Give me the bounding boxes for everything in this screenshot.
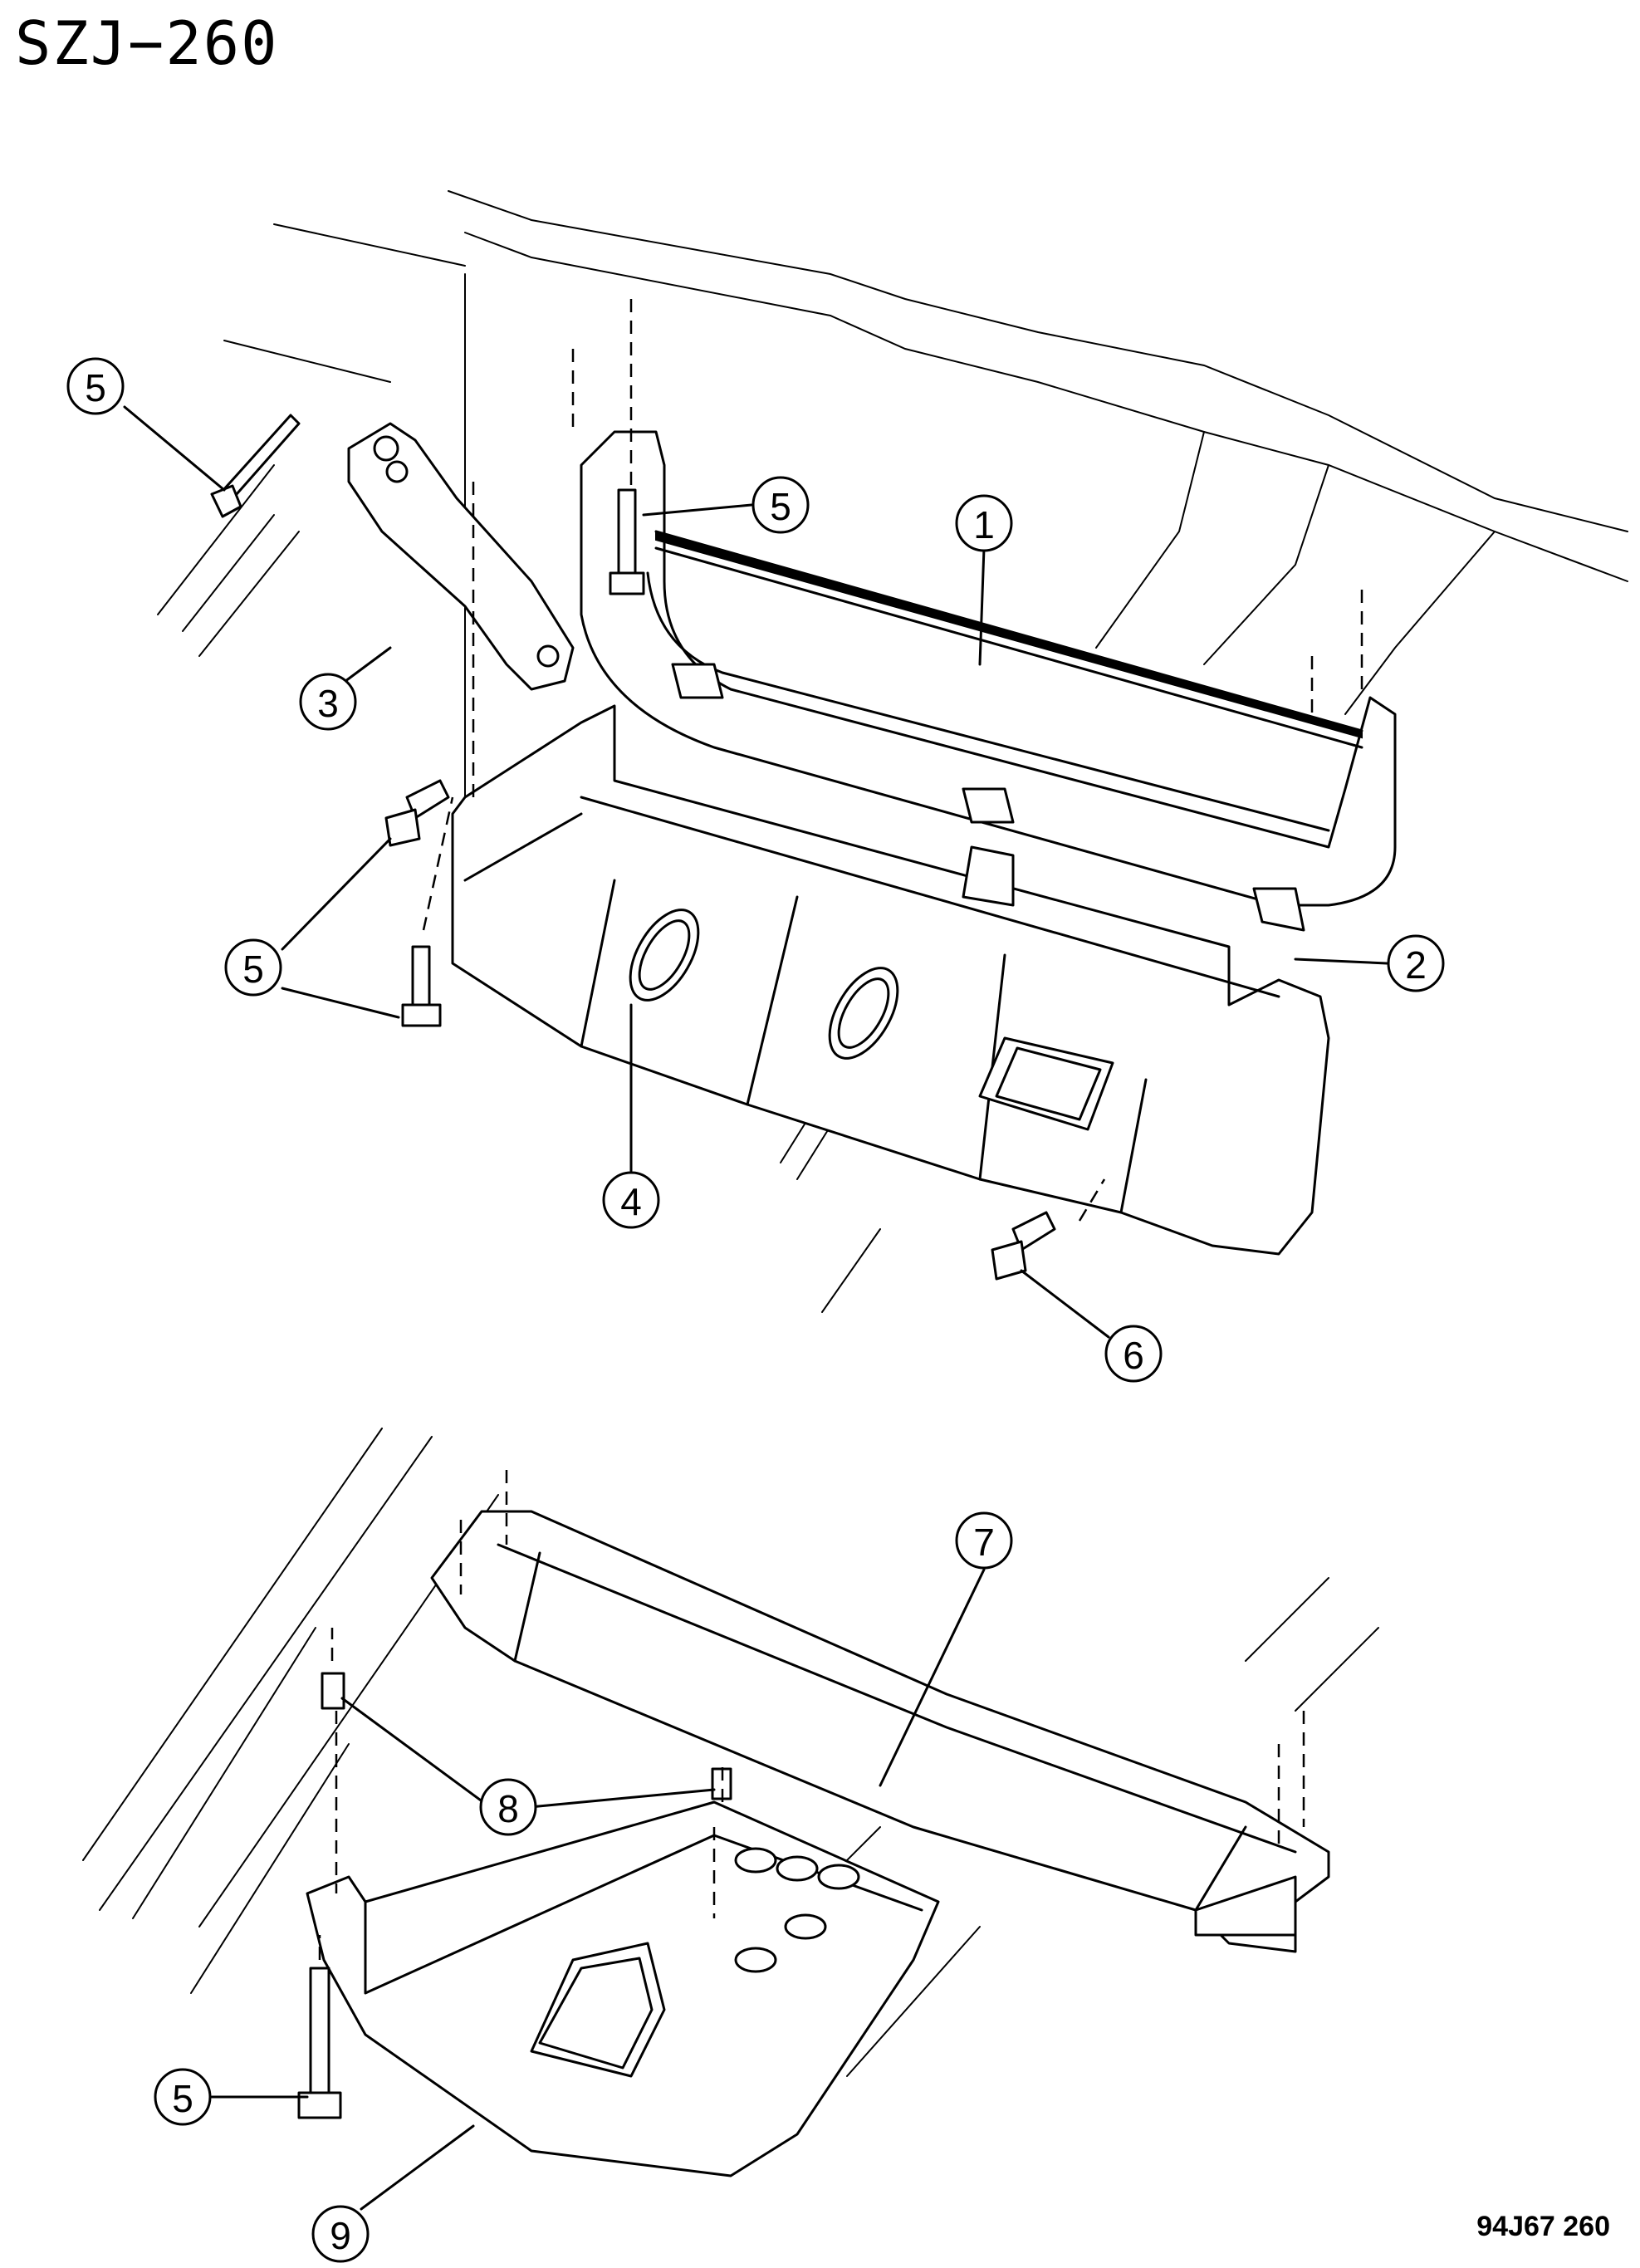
upper-frame-background — [157, 190, 1628, 1313]
callout-4: 4 — [602, 1171, 660, 1229]
mounting-tabs-part — [671, 663, 1305, 932]
callout-3: 3 — [299, 673, 357, 731]
callout-7-label: 7 — [973, 1521, 995, 1564]
callout-5-top-left-label: 5 — [85, 366, 106, 409]
callout-4-label: 4 — [620, 1180, 642, 1223]
upper-bolts — [210, 414, 1056, 1281]
callout-8: 8 — [479, 1778, 537, 1836]
callout-3-label: 3 — [317, 682, 339, 725]
lower-fasteners — [297, 1672, 732, 2119]
callout-5-top-middle: 5 — [751, 476, 810, 534]
callout-5-top-middle-label: 5 — [770, 485, 791, 528]
callout-6-label: 6 — [1123, 1334, 1144, 1377]
bracket-arm-part — [347, 422, 575, 691]
callout-9: 9 — [311, 2205, 370, 2263]
callout-5-top-left: 5 — [66, 357, 125, 415]
callout-8-label: 8 — [497, 1787, 519, 1830]
upper-alignment-lines — [422, 299, 1363, 1222]
callout-1: 1 — [955, 494, 1013, 552]
crossmember-part — [430, 1510, 1330, 1953]
callout-9-label: 9 — [330, 2214, 351, 2257]
lower-frame-background — [82, 1428, 1379, 2077]
skid-plate-part — [451, 704, 1330, 1256]
callout-5-left-label: 5 — [242, 948, 264, 991]
callout-2-label: 2 — [1405, 943, 1427, 987]
callout-7: 7 — [955, 1511, 1013, 1570]
reference-number: 94J67 260 — [1476, 2211, 1610, 2242]
drawing-code: SZJ−260 — [15, 8, 279, 78]
lower-alignment-lines — [318, 1470, 1305, 1960]
callout-5-left: 5 — [224, 938, 282, 997]
lower-skid-plate-part — [306, 1800, 940, 2177]
callout-5-bottom-label: 5 — [172, 2077, 193, 2120]
callout-5-bottom: 5 — [154, 2068, 212, 2126]
callout-2: 2 — [1387, 934, 1445, 992]
callout-6: 6 — [1104, 1325, 1163, 1383]
leader-lines — [123, 405, 1388, 2211]
callout-1-label: 1 — [973, 503, 995, 546]
